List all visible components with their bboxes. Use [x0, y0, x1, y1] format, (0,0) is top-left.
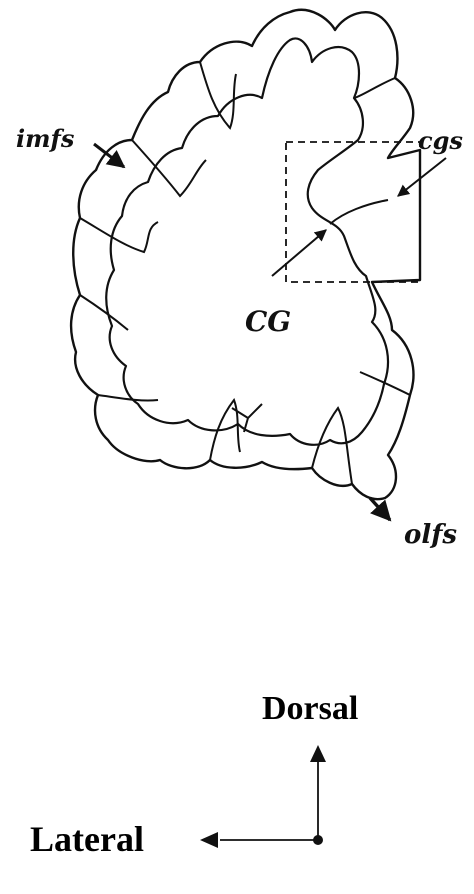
sulcus-imfs-fold	[132, 140, 206, 196]
lateral-arrowhead	[200, 832, 218, 848]
sulcus-bottom-right-fold	[312, 408, 352, 484]
arrow-cgs	[398, 158, 446, 196]
dorsal-arrowhead	[310, 745, 326, 762]
arrow-olfs	[370, 498, 390, 520]
label-imfs: imfs	[16, 124, 74, 153]
sulcus-cgs-fold	[330, 200, 388, 224]
label-cg: CG	[245, 305, 291, 338]
compass-origin-dot	[313, 835, 323, 845]
label-lateral: Lateral	[30, 818, 144, 860]
label-dorsal: Dorsal	[262, 690, 358, 728]
sulcus-right-fold	[360, 372, 410, 395]
arrow-cg-sulcus	[272, 230, 326, 276]
sulcus-left-fold	[80, 218, 158, 252]
cortex-inner-contour	[106, 38, 388, 444]
sulcus-lower-left-fold	[80, 295, 128, 330]
label-cgs: cgs	[418, 126, 463, 155]
label-olfs: olfs	[404, 520, 457, 550]
sulcus-upper-right-fold	[354, 78, 395, 98]
sulcus-bottom-left-fold	[98, 395, 158, 401]
